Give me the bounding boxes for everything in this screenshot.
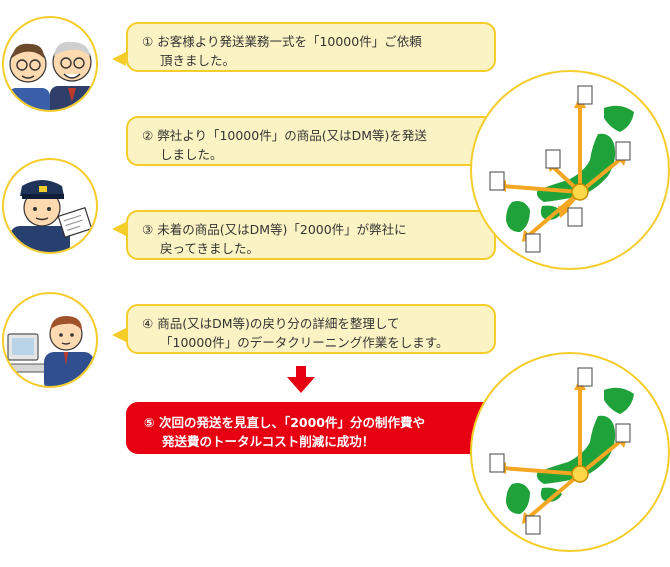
step-1-number: ① <box>142 34 154 49</box>
step-2-number: ② <box>142 128 154 143</box>
operator-illustration <box>2 292 98 388</box>
postman-illustration <box>2 158 98 254</box>
clients-illustration <box>2 16 98 112</box>
result-number: ⑤ <box>144 415 155 430</box>
result-line1: 次回の発送を見直し、「2000件」分の制作費や <box>158 415 425 430</box>
step-4-line2: 「10000件」のデータクリーニング作業をします。 <box>160 335 449 350</box>
step-3-number: ③ <box>142 222 154 237</box>
step-3-tail <box>112 222 126 236</box>
step-4-line1: 商品(又はDM等)の戻り分の詳細を整理して <box>157 316 400 331</box>
step-2-bubble: ② 弊社より「10000件」の商品(又はDM等)を発送 しました。 <box>126 116 496 166</box>
step-3-line2: 戻ってきました。 <box>160 241 260 256</box>
step-1-line1: お客様より発送業務一式を「10000件」ご依頼 <box>157 34 422 49</box>
step-2-line1: 弊社より「10000件」の商品(又はDM等)を発送 <box>157 128 427 143</box>
result-bubble: ⑤ 次回の発送を見直し、「2000件」分の制作費や 発送費のトータルコスト削減に… <box>126 402 496 454</box>
japan-map-delivery-1 <box>470 70 670 270</box>
step-4-bubble: ④ 商品(又はDM等)の戻り分の詳細を整理して 「10000件」のデータクリーニ… <box>126 304 496 354</box>
step-4-number: ④ <box>142 316 154 331</box>
step-2-line2: しました。 <box>160 147 223 162</box>
result-line2: 発送費のトータルコスト削減に成功！ <box>162 434 375 449</box>
step-1-tail <box>112 52 126 66</box>
japan-map-delivery-2 <box>470 352 670 552</box>
down-arrow-icon <box>287 366 315 393</box>
step-4-tail <box>112 328 126 342</box>
step-1-bubble: ① お客様より発送業務一式を「10000件」ご依頼 頂きました。 <box>126 22 496 72</box>
step-3-line1: 未着の商品(又はDM等)「2000件」が弊社に <box>157 222 407 237</box>
step-3-bubble: ③ 未着の商品(又はDM等)「2000件」が弊社に 戻ってきました。 <box>126 210 496 260</box>
step-1-line2: 頂きました。 <box>160 53 236 68</box>
